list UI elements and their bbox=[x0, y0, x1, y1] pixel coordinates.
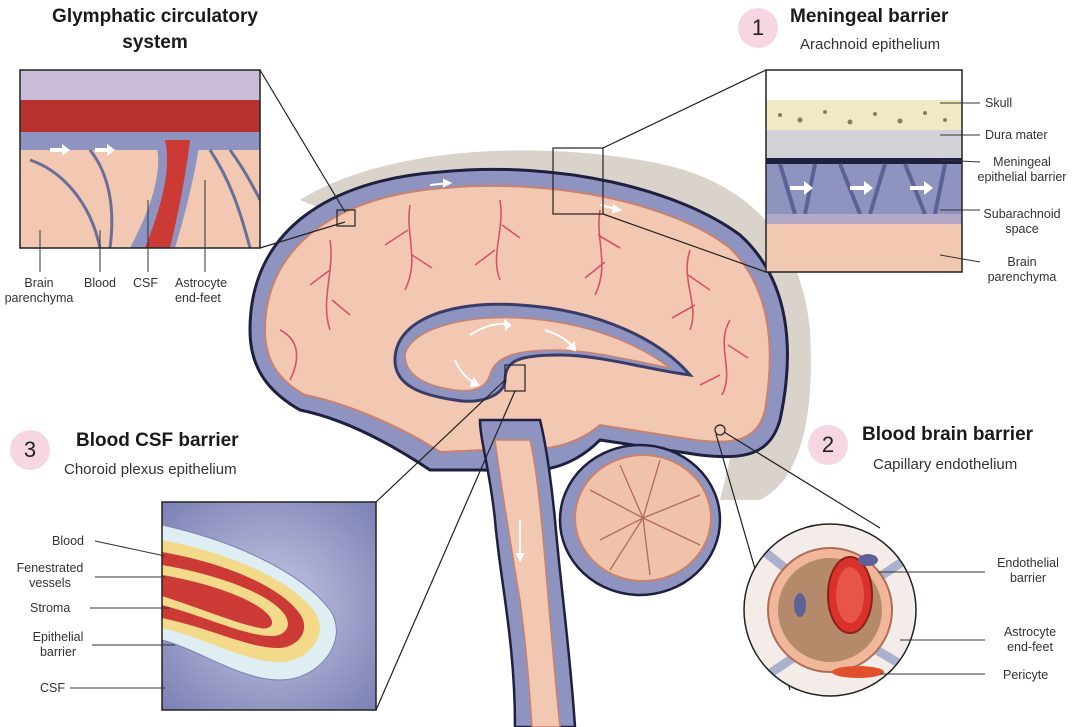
meningeal-connector-bottom bbox=[602, 213, 767, 273]
bcsf-subtitle: Choroid plexus epithelium bbox=[64, 461, 237, 478]
bcsf-connector-top bbox=[375, 379, 506, 503]
meningeal-connector-top bbox=[602, 69, 767, 149]
meningeal-label-epithelial-barrier: Meningeal epithelial barrier bbox=[977, 155, 1067, 184]
bcsf-inset bbox=[70, 364, 526, 711]
bbb-subtitle: Capillary endothelium bbox=[873, 456, 1018, 473]
glymphatic-connector-bottom bbox=[259, 221, 346, 249]
bcsf-label-epithelial-barrier: Epithelial barrier bbox=[32, 630, 84, 659]
bcsf-frame bbox=[161, 501, 377, 711]
bcsf-label-stroma: Stroma bbox=[30, 601, 71, 615]
bbb-label-pericyte: Pericyte bbox=[1003, 668, 1049, 682]
bbb-title: Blood brain barrier bbox=[862, 424, 1034, 445]
cortical-vessels bbox=[279, 199, 749, 396]
corpus-callosum bbox=[404, 316, 671, 392]
meningeal-label-brain-parenchyma: Brain parenchyma bbox=[987, 255, 1057, 284]
meningeal-subtitle: Arachnoid epithelium bbox=[800, 36, 941, 53]
glymphatic-label-csf: CSF bbox=[133, 276, 158, 290]
csf-flow-arrows bbox=[429, 178, 623, 563]
glymphatic-label-blood: Blood bbox=[84, 276, 116, 290]
bcsf-connector-bottom bbox=[375, 390, 516, 711]
meningeal-label-skull: Skull bbox=[985, 96, 1013, 110]
bcsf-title: Blood CSF barrier bbox=[76, 430, 239, 451]
glymphatic-title: Glymphatic circulatory system bbox=[52, 6, 258, 53]
glymphatic-inset bbox=[19, 69, 356, 272]
meningeal-frame bbox=[765, 69, 963, 273]
glymphatic-source-box bbox=[336, 209, 356, 227]
meningeal-inset bbox=[552, 69, 981, 273]
bcsf-label-fenestrated-vessels: Fenestrated vessels bbox=[16, 561, 84, 590]
glymphatic-connector-top bbox=[259, 69, 346, 213]
bbb-frame bbox=[743, 523, 917, 697]
glymphatic-frame bbox=[19, 69, 261, 249]
meningeal-title: Meningeal barrier bbox=[790, 6, 949, 27]
bbb-badge: 2 bbox=[808, 425, 848, 465]
bbb-inset bbox=[714, 424, 985, 697]
bbb-source-circle bbox=[714, 424, 726, 436]
bbb-label-astrocyte-end-feet: Astrocyte end-feet bbox=[1003, 625, 1057, 654]
glymphatic-label-brain-parenchyma: Brain parenchyma bbox=[4, 276, 74, 305]
meningeal-badge: 1 bbox=[738, 8, 778, 48]
glymphatic-label-astrocyte-end-feet: Astrocyte end-feet bbox=[175, 276, 228, 305]
brain-sagittal-section bbox=[248, 150, 811, 727]
meningeal-source-box bbox=[552, 147, 604, 215]
bbb-connector-top bbox=[723, 431, 881, 529]
bcsf-label-blood: Blood bbox=[52, 534, 84, 548]
cerebellum-folia bbox=[589, 459, 701, 576]
bbb-label-endothelial-barrier: Endothelial barrier bbox=[997, 556, 1059, 585]
bcsf-label-csf: CSF bbox=[40, 681, 65, 695]
meningeal-label-dura-mater: Dura mater bbox=[985, 128, 1048, 142]
bcsf-badge: 3 bbox=[10, 430, 50, 470]
brainstem-core bbox=[494, 439, 561, 727]
meningeal-label-subarachnoid-space: Subarachnoid space bbox=[983, 207, 1061, 236]
